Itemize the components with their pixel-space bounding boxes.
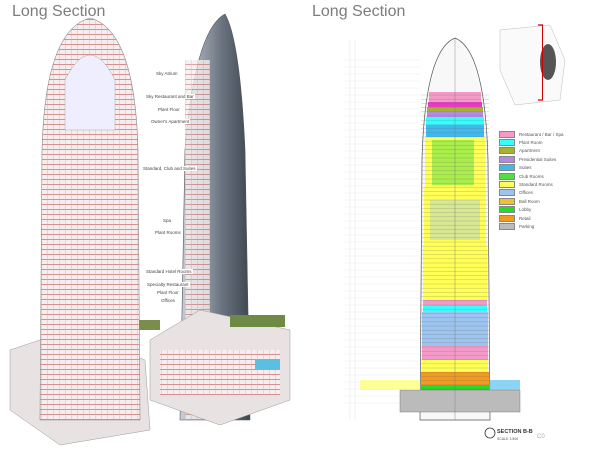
legend-swatch [499, 164, 515, 172]
legend-item: Plant Room [499, 138, 564, 147]
legend-item: Presidential Suites [499, 155, 564, 163]
label-specialty-restaurant: Specialty Restaurant [146, 282, 190, 287]
legend-label: Suites [519, 165, 532, 171]
label-plant-rooms: Plant Rooms [154, 230, 182, 235]
legend-item: Offices [499, 189, 564, 197]
legend-swatch [499, 130, 515, 138]
legend-label: Parking [519, 223, 535, 229]
legend-swatch [499, 181, 515, 189]
legend-item: Lobby [499, 206, 564, 214]
legend-swatch [499, 214, 515, 222]
legend-label: Plant Room [519, 140, 543, 146]
label-plant-floor: Plant Floor [156, 290, 180, 295]
program-bands [360, 92, 521, 413]
legend-label: Apartment [519, 148, 540, 154]
label-spa: Spa [162, 218, 173, 223]
legend-label: Offices [519, 190, 533, 196]
legend-item: Parking [499, 222, 564, 230]
legend-label: Ball Room [519, 198, 540, 204]
label-owners-apartment: Owner's Apartment [150, 119, 191, 124]
label-standard-hotel-rooms: Standard Hotel Rooms [145, 269, 193, 274]
legend-item: Restaurant / Bar / Spa [499, 130, 564, 138]
legend-item: Standard Rooms [499, 180, 564, 189]
label-sky-atrium: Sky Atrium [155, 71, 179, 76]
legend-label: Club Rooms [519, 173, 544, 179]
legend-label: Standard Rooms [519, 182, 553, 188]
legend-item: Retail [499, 214, 564, 222]
legend-swatch [499, 172, 515, 180]
legend-label: Restaurant / Bar / Spa [519, 131, 564, 137]
legend-swatch [499, 197, 515, 205]
legend-swatch [499, 189, 515, 197]
pool [255, 360, 280, 370]
legend-item: Ball Room [499, 197, 564, 205]
section-title: SECTION B-B [497, 429, 533, 435]
section-marker-icon [484, 427, 496, 439]
legend-item: Suites [499, 164, 564, 172]
legend-item: Club Rooms [499, 172, 564, 180]
page-mark: C0 [537, 434, 545, 440]
sky-atrium [64, 54, 116, 131]
legend-swatch [499, 139, 515, 147]
section-drawing [345, 24, 566, 439]
legend-swatch [499, 155, 515, 163]
legend-item: Apartment [499, 147, 564, 155]
legend-swatch [499, 147, 515, 155]
section-scale: SCALE 1:500 [497, 437, 519, 441]
label-sky-restaurant: Sky Restaurant and Bar [145, 94, 195, 99]
legend-label: Presidential Suites [519, 156, 557, 162]
legend-label: Lobby [519, 207, 532, 213]
legend-label: Retail [519, 215, 531, 221]
label-offices: Offices [160, 298, 176, 303]
tower-3d-illustration [9, 13, 291, 446]
left-title: Long Section [12, 3, 106, 20]
label-standard-club-suites: Standard, Club and Suites [142, 166, 197, 171]
legend-swatch [499, 206, 515, 214]
label-plant-floor-top: Plant Floor [157, 107, 181, 112]
legend-swatch [499, 222, 515, 230]
right-title: Long Section [312, 3, 406, 20]
key-plan [499, 24, 566, 106]
roof-garden-right [230, 315, 285, 327]
